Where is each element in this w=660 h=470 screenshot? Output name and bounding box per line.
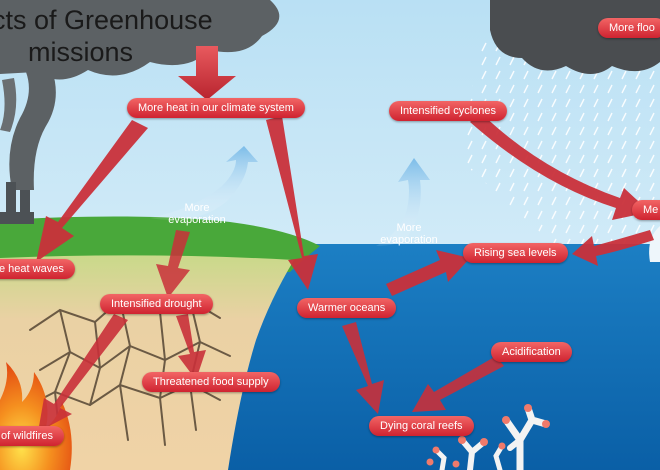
label-more-heat: More heat in our climate system bbox=[127, 98, 305, 118]
evaporation-arrow-ocean bbox=[376, 158, 430, 246]
label-melting-ice: Me bbox=[632, 200, 660, 220]
label-heat-waves: e heat waves bbox=[0, 259, 75, 279]
label-more-floods: More floo bbox=[598, 18, 660, 38]
iceberg bbox=[649, 226, 660, 262]
arrow-melting-to-sealevels bbox=[572, 230, 654, 266]
smoke-cloud bbox=[0, 0, 280, 80]
label-threatened-food-supply: Threatened food supply bbox=[142, 372, 280, 392]
arrow-drought-to-wildfires bbox=[38, 314, 128, 432]
coral-tips bbox=[426, 404, 550, 468]
arrow-drought-from-land bbox=[156, 230, 190, 298]
label-acidification: Acidification bbox=[491, 342, 572, 362]
label-dying-coral-reefs: Dying coral reefs bbox=[369, 416, 474, 436]
evaporation-arrow-land bbox=[150, 146, 258, 220]
label-wildfires: of wildfires bbox=[0, 426, 64, 446]
title-line-1: cts of Greenhouse bbox=[0, 5, 213, 35]
diagram-title: cts of Greenhouse missions bbox=[0, 4, 213, 68]
label-warmer-oceans: Warmer oceans bbox=[297, 298, 397, 318]
arrow-cyclones-to-melting bbox=[470, 112, 650, 220]
arrow-oceans-to-coral bbox=[342, 322, 384, 414]
smoke-plume bbox=[9, 70, 56, 190]
arrow-drought-to-food bbox=[176, 314, 206, 380]
arrow-heat-to-oceans bbox=[266, 116, 318, 290]
smoke-plume-thin bbox=[0, 78, 17, 132]
arrow-emissions-to-heat bbox=[178, 46, 236, 100]
label-intensified-drought: Intensified drought bbox=[100, 294, 213, 314]
cause-arrows bbox=[36, 46, 654, 432]
dry-soil bbox=[0, 255, 294, 470]
factory-icon bbox=[0, 182, 34, 224]
label-intensified-cyclones: Intensified cyclones bbox=[389, 101, 507, 121]
arrow-acidification-to-coral bbox=[412, 356, 504, 412]
label-rising-sea-levels: Rising sea levels bbox=[463, 243, 568, 263]
arrow-heat-to-heatwaves bbox=[36, 120, 148, 262]
evaporation-note-land: More evaporation bbox=[168, 202, 226, 226]
evaporation-note-ocean: More evaporation bbox=[380, 222, 438, 246]
title-line-2: missions bbox=[28, 37, 134, 67]
arrow-oceans-to-sealevels bbox=[386, 250, 470, 296]
